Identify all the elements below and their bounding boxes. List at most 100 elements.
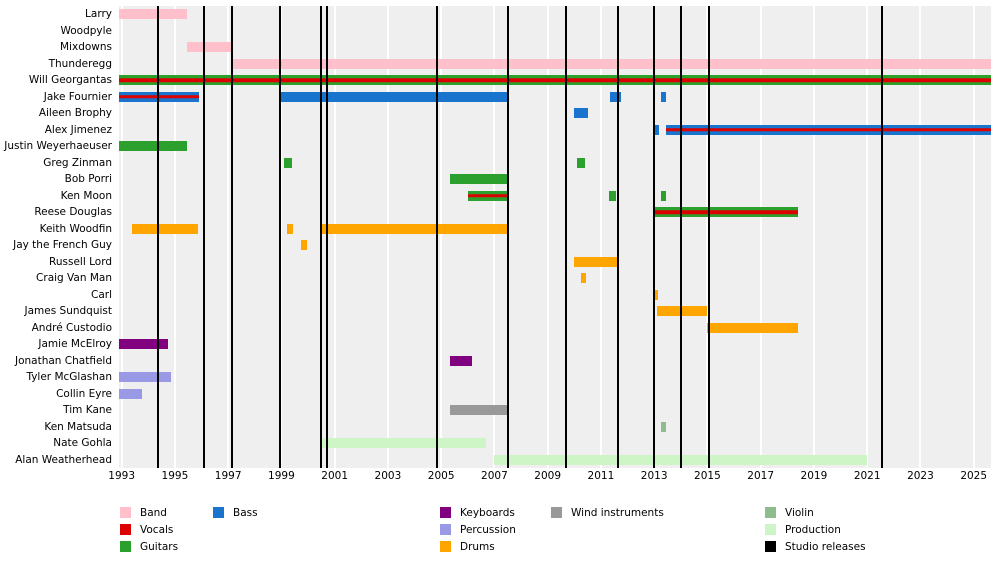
row-label: Keith Woodfin — [39, 222, 112, 235]
row-label: Ken Matsuda — [44, 420, 112, 433]
legend-label: Drums — [460, 540, 495, 553]
bar-band — [186, 42, 231, 53]
row-track — [119, 369, 991, 386]
bar-drums — [286, 223, 294, 234]
axis-tick-label: 2005 — [427, 470, 455, 482]
legend-swatch-keyboards — [440, 507, 451, 518]
row-label: Woodpyle — [60, 24, 112, 37]
axis-tick-label: 2007 — [481, 470, 508, 482]
row-label: Bob Porri — [64, 173, 112, 186]
row-track — [119, 452, 991, 469]
axis-tick-label: 2021 — [853, 470, 881, 482]
year-gridline — [706, 6, 709, 468]
year-gridline — [866, 6, 869, 468]
row-track — [119, 320, 991, 337]
bar-band — [230, 58, 991, 69]
row-tracks — [119, 6, 991, 468]
year-gridline — [173, 6, 176, 468]
stripe-vocals — [119, 78, 991, 82]
year-gridline — [280, 6, 283, 468]
year-gridline — [546, 6, 549, 468]
row-label: Ken Moon — [60, 189, 112, 202]
axis-tick-label: 2017 — [747, 470, 775, 482]
row-track — [119, 221, 991, 238]
bar-keyboards — [450, 355, 472, 366]
legend-label: Bass — [233, 506, 258, 519]
studio-release-line — [506, 6, 509, 468]
bar-bass-vocals — [119, 91, 199, 102]
legend-swatch-releases — [765, 541, 776, 552]
legend-swatch-production — [765, 524, 776, 535]
row-label: Tim Kane — [63, 404, 112, 417]
row-track — [119, 386, 991, 403]
row-label: James Sundquist — [24, 305, 113, 318]
bar-guitars — [284, 157, 293, 168]
legend-label: Production — [785, 523, 841, 536]
legend-item-guitars: Guitars — [120, 541, 178, 553]
studio-release-line — [679, 6, 682, 468]
year-gridline — [120, 6, 123, 468]
bar-percussion — [119, 388, 142, 399]
row-track — [119, 155, 991, 172]
plot-area — [119, 6, 991, 468]
axis-tick-label: 2001 — [321, 470, 349, 482]
row-label: Greg Zinman — [43, 156, 112, 169]
bar-drums — [652, 289, 659, 300]
year-gridline — [599, 6, 602, 468]
row-track — [119, 23, 991, 40]
row-label: Will Georgantas — [28, 74, 112, 87]
row-track — [119, 419, 991, 436]
row-track — [119, 353, 991, 370]
row-label: Justin Weyerhaeuser — [4, 140, 112, 153]
legend-column: Bass — [213, 506, 258, 519]
bar-percussion — [119, 372, 171, 383]
bar-drums — [580, 273, 587, 284]
row-label: Tyler McGlashan — [26, 371, 112, 384]
legend-swatch-band — [120, 507, 131, 518]
axis-tick-label: 2011 — [587, 470, 615, 482]
row-label: Jamie McElroy — [38, 338, 112, 351]
legend-item-wind: Wind instruments — [551, 507, 664, 519]
row-track — [119, 204, 991, 221]
legend-item-band: Band — [120, 507, 178, 519]
legend-swatch-wind — [551, 507, 562, 518]
stripe-vocals — [119, 95, 199, 99]
row-track — [119, 89, 991, 106]
axis-tick-label: 1999 — [268, 470, 295, 482]
row-label: Jay the French Guy — [13, 239, 112, 252]
year-gridline — [227, 6, 230, 468]
stripe-vocals — [666, 128, 991, 132]
studio-release-line — [880, 6, 883, 468]
studio-release-line — [565, 6, 568, 468]
row-label: Reese Douglas — [34, 206, 112, 219]
row-track — [119, 105, 991, 122]
row-track — [119, 435, 991, 452]
row-label: Jake Fournier — [43, 90, 112, 103]
row-track — [119, 72, 991, 89]
row-track — [119, 138, 991, 155]
row-label: Carl — [91, 288, 112, 301]
row-label: Nate Gohla — [53, 437, 112, 450]
bar-drums — [574, 256, 617, 267]
bar-bass — [281, 91, 508, 102]
legend-label: Vocals — [140, 523, 174, 536]
studio-release-line — [156, 6, 159, 468]
legend-swatch-percussion — [440, 524, 451, 535]
year-gridline — [812, 6, 815, 468]
row-track — [119, 122, 991, 139]
studio-release-line — [436, 6, 439, 468]
axis-tick-label: 2009 — [534, 470, 562, 482]
legend-swatch-drums — [440, 541, 451, 552]
legend-label: Violin — [785, 506, 814, 519]
axis-tick-label: 2015 — [694, 470, 721, 482]
bar-bass-vocals — [666, 124, 991, 135]
legend-swatch-bass — [213, 507, 224, 518]
row-track — [119, 6, 991, 23]
studio-release-line — [707, 6, 710, 468]
row-label: Alex Jimenez — [44, 123, 112, 136]
legend-item-percussion: Percussion — [440, 524, 516, 536]
